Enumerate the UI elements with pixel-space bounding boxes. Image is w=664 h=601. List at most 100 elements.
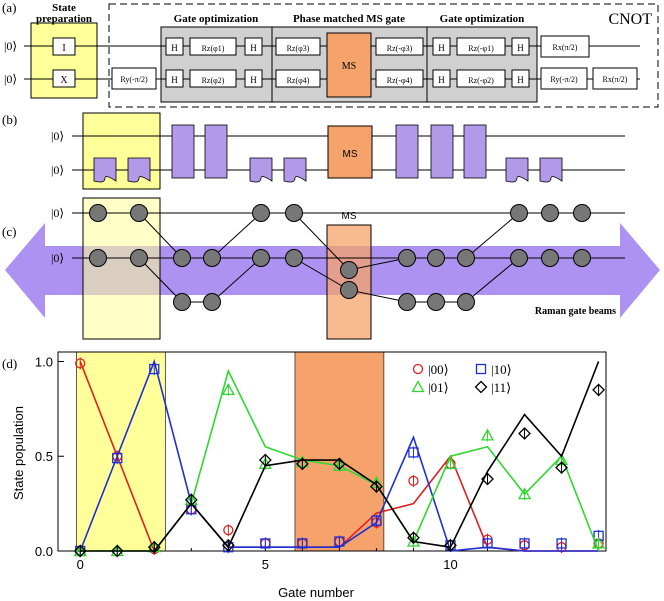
state-node-1 <box>89 204 107 222</box>
state-node-18 <box>398 293 416 311</box>
legend-label-2: |10⟩ <box>491 362 512 377</box>
pulse-small-3 <box>249 157 273 183</box>
state-node-9 <box>252 204 270 222</box>
gate-rz-mphi1 <box>456 37 506 56</box>
ket-a-bottom: |0⟩ <box>4 72 17 86</box>
ket-c-bottom: |0⟩ <box>51 251 64 265</box>
state-edge-20 <box>465 212 520 259</box>
legend-marker-3 <box>411 380 425 393</box>
state-edge-8 <box>211 212 262 259</box>
data-point-2-9 <box>408 447 419 458</box>
pulse-tall-4 <box>430 124 454 179</box>
y-axis-label: State population <box>11 406 26 500</box>
data-point-4-13 <box>555 461 568 475</box>
gate-h-6 <box>511 37 530 56</box>
data-point-1-9 <box>408 475 419 487</box>
data-point-4-12 <box>518 427 531 440</box>
gate-h-8-label: H <box>517 75 524 85</box>
data-point-4-11 <box>481 472 494 486</box>
pulse-small-5 <box>505 157 529 183</box>
legend-marker-4 <box>474 380 488 394</box>
gate-rz-mphi4-label: Rz(-φ4) <box>387 76 413 85</box>
gate-ry-2-label: Ry(-π/2) <box>550 75 578 84</box>
data-point-2-8 <box>371 515 382 526</box>
gate-h-8 <box>511 69 530 88</box>
ms-section-title: Phase matched MS gate <box>293 13 405 25</box>
state-node-19 <box>427 293 445 311</box>
state-edge-3 <box>138 212 183 259</box>
gate-rz-mphi1-label: Rz(-φ1) <box>468 44 494 53</box>
data-point-4-5 <box>258 453 272 467</box>
state-edge-9 <box>211 257 262 303</box>
panel-label-b: (b) <box>2 112 17 127</box>
state-node-25 <box>541 249 559 267</box>
legend-marker-2 <box>475 363 487 375</box>
state-edge-14 <box>348 257 408 271</box>
gate-h-5 <box>432 37 451 56</box>
x-tick-label-2: 5 <box>262 557 269 572</box>
pulse-small-1 <box>93 157 117 183</box>
gate-rx-1-label: Rx(π/2) <box>553 43 578 52</box>
state-node-21 <box>510 204 528 222</box>
state-node-7 <box>173 293 191 311</box>
data-point-4-8 <box>370 480 383 493</box>
ms-pulse-b <box>327 125 373 179</box>
state-edge-15 <box>348 289 408 303</box>
y-tick-label-2: 0.5 <box>35 449 53 464</box>
gate-rz-mphi3 <box>375 37 424 56</box>
gate-h-7-label: H <box>438 75 445 85</box>
gate-rz-phi2 <box>189 69 237 88</box>
raman-beam-label: Raman gate beams <box>535 306 616 317</box>
ket-b-bottom: |0⟩ <box>51 163 64 177</box>
state-node-11 <box>252 249 270 267</box>
gate-rz-phi1-label: Rz(φ1) <box>202 44 225 53</box>
gate-h-6-label: H <box>517 43 524 53</box>
data-point-1-4 <box>223 525 234 536</box>
state-node-8 <box>203 293 221 311</box>
pulse-small-4 <box>283 157 307 183</box>
data-point-4-4 <box>221 538 235 552</box>
y-tick-label-3: 1.0 <box>35 354 53 369</box>
plot-frame <box>57 351 607 552</box>
x-axis-label: Gate number <box>278 585 355 600</box>
gate-rz-phi1 <box>189 37 237 56</box>
data-point-2-13 <box>556 538 567 549</box>
data-point-4-2 <box>147 540 161 554</box>
data-point-4-14 <box>592 383 606 397</box>
gate-x <box>52 69 76 88</box>
state-node-6 <box>203 249 221 267</box>
cnot-label: CNOT <box>608 11 652 28</box>
gate-h-1 <box>165 37 184 56</box>
state-edge-5 <box>138 257 183 303</box>
gate-opt-title-2: Gate optimization <box>440 13 525 25</box>
gate-h-4 <box>244 69 263 88</box>
data-point-3-4 <box>221 383 235 396</box>
data-point-3-11 <box>480 428 495 441</box>
panel-label-a: (a) <box>2 0 16 15</box>
data-point-4-0 <box>73 544 87 558</box>
gate-rz-mphi2-label: Rz(-φ2) <box>468 76 494 85</box>
gate-rx-2 <box>592 67 638 90</box>
gate-h-5-label: H <box>438 43 445 53</box>
state-node-10 <box>285 204 303 222</box>
pulse-tall-1 <box>171 124 195 179</box>
ket-b-top: |0⟩ <box>51 129 64 143</box>
state-node-15 <box>398 249 416 267</box>
pulse-tall-2 <box>204 124 228 179</box>
ket-c-top: |0⟩ <box>51 206 64 220</box>
data-point-2-1 <box>112 452 123 464</box>
gate-rx-1 <box>540 35 590 58</box>
data-point-2-12 <box>519 538 530 549</box>
data-point-2-6 <box>297 538 308 549</box>
data-point-2-2 <box>149 363 160 375</box>
data-point-3-10 <box>443 456 458 469</box>
data-point-2-11 <box>482 538 493 549</box>
pulse-small-2 <box>127 157 151 183</box>
gate-ry-1 <box>111 67 157 90</box>
gate-h-7 <box>432 69 451 88</box>
data-point-1-0 <box>75 358 86 369</box>
cnot-dashed-box <box>108 3 659 108</box>
ms-pulse-b-label: MS <box>343 149 358 160</box>
